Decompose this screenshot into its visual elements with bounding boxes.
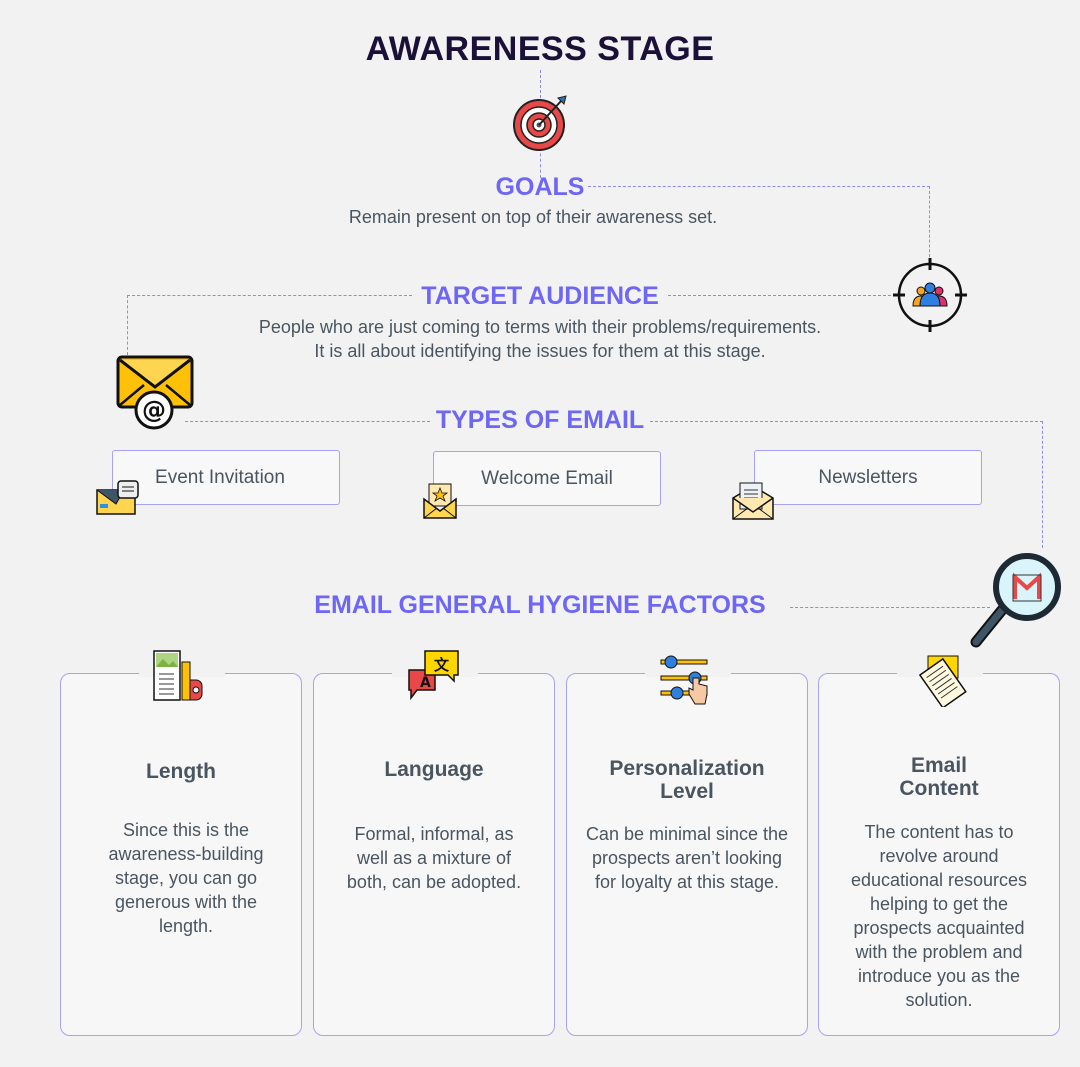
newsletter-icon (732, 482, 774, 520)
connector (185, 421, 430, 422)
connector (540, 148, 541, 178)
svg-text:A: A (420, 675, 431, 691)
type-event-invitation: Event Invitation (112, 450, 340, 505)
types-of-email-heading: TYPES OF EMAIL (435, 406, 645, 434)
connector (540, 70, 541, 98)
document-icon (918, 655, 970, 707)
target-icon (512, 94, 570, 152)
card-body: The content has to revolve around educat… (850, 822, 1028, 1010)
type-label: Welcome Email (481, 467, 613, 489)
hygiene-card-email-content: Email Content The content has to revolve… (818, 671, 1060, 1036)
card-title: Email Content (899, 754, 979, 800)
audience-text-line-2: It is all about identifying the issues f… (314, 341, 766, 361)
type-newsletters: Newsletters (754, 450, 982, 505)
target-audience-icon (893, 258, 967, 332)
email-at-icon: @ (116, 355, 196, 431)
type-label: Event Invitation (155, 466, 285, 488)
svg-text:@: @ (142, 396, 166, 424)
connector (790, 607, 990, 608)
hygiene-card-length: Length Since this is the awareness-build… (60, 671, 302, 1036)
connector (127, 295, 128, 355)
event-invitation-icon (96, 480, 140, 516)
card-title: Personalization Level (609, 757, 765, 803)
card-title: Language (384, 758, 484, 781)
welcome-email-icon (423, 483, 457, 519)
target-audience-heading: TARGET AUDIENCE (421, 282, 659, 310)
length-icon (152, 650, 204, 702)
connector (929, 186, 930, 262)
hygiene-factors-heading: EMAIL GENERAL HYGIENE FACTORS (314, 591, 766, 619)
goals-heading: GOALS (495, 173, 585, 201)
card-body: Formal, informal, as well as a mixture o… (346, 824, 522, 892)
card-body: Since this is the awareness-building sta… (108, 820, 264, 936)
connector (650, 421, 1043, 422)
connector (127, 295, 412, 296)
connector (588, 186, 930, 187)
svg-text:文: 文 (434, 656, 450, 674)
hygiene-card-personalization: Personalization Level Can be minimal sin… (566, 671, 808, 1036)
connector (1042, 421, 1043, 548)
page-title: AWARENESS STAGE (365, 30, 715, 68)
goals-text: Remain present on top of their awareness… (348, 207, 718, 227)
card-title: Length (146, 760, 216, 783)
magnifier-gmail-icon (966, 552, 1064, 650)
type-welcome-email: Welcome Email (433, 451, 661, 506)
sliders-icon (659, 654, 713, 706)
type-label: Newsletters (818, 466, 918, 488)
audience-text-line-1: People who are just coming to terms with… (258, 317, 822, 337)
connector (668, 295, 896, 296)
card-body: Can be minimal since the prospects aren’… (585, 824, 789, 892)
hygiene-card-language: Language Formal, informal, as well as a … (313, 671, 555, 1036)
